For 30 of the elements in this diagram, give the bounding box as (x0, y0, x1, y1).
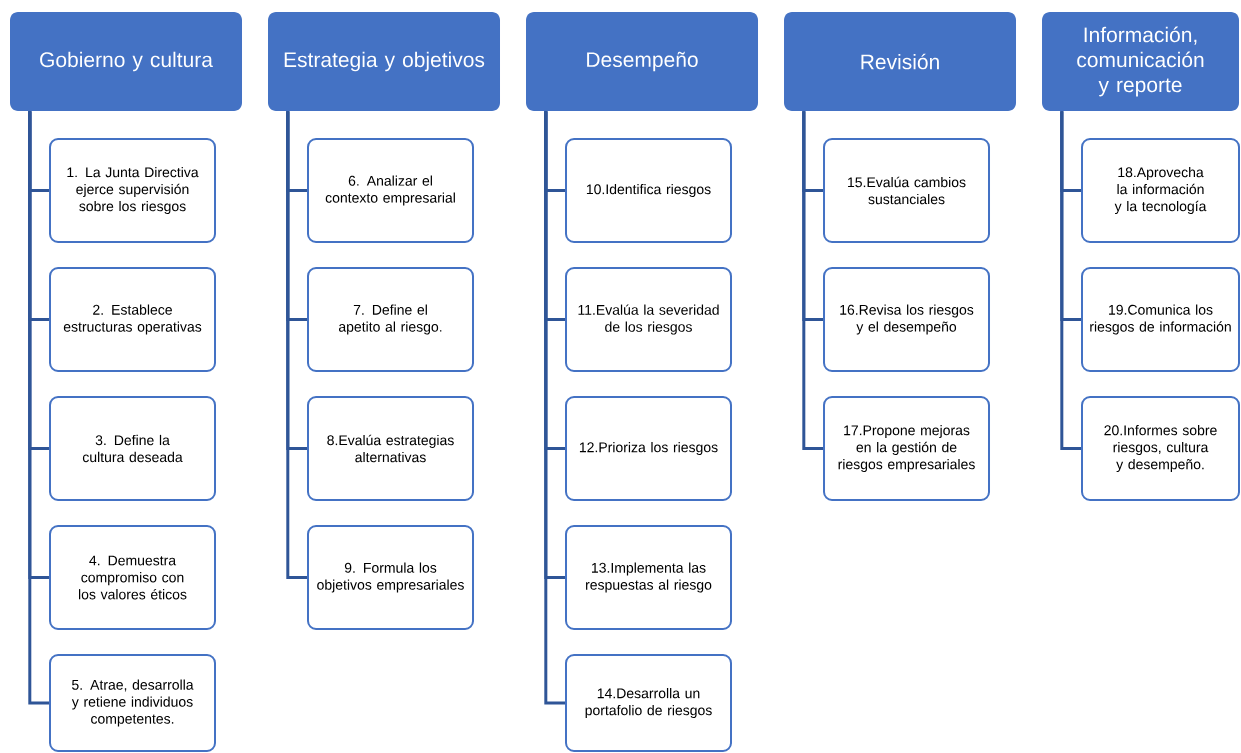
item-box: 18.Aprovecha la información y la tecnología (1081, 138, 1240, 243)
item-box: 4. Demuestra compromiso con los valores éticos (49, 525, 216, 630)
item-box: 19.Comunica los riesgos de información (1081, 267, 1240, 372)
item-box: 6. Analizar el contexto empresarial (307, 138, 474, 243)
item-box: 20.Informes sobre riesgos, cultura y desempeño. (1081, 396, 1240, 501)
item-box: 13.Implementa las respuestas al riesgo (565, 525, 732, 630)
connector-line (28, 111, 49, 705)
item-box: 5. Atrae, desarrolla y retiene individuos competentes. (49, 654, 216, 752)
connector-line (802, 111, 823, 450)
connector-line (544, 111, 565, 705)
connector-line (1060, 111, 1081, 450)
item-box: 1. La Junta Directiva ejerce supervisión sobre los riesgos (49, 138, 216, 243)
item-box: 16.Revisa los riesgos y el desempeño (823, 267, 990, 372)
category-header: Revisión (784, 12, 1016, 111)
item-box: 11.Evalúa la severidad de los riesgos (565, 267, 732, 372)
connector-line (286, 111, 307, 579)
item-box: 12.Prioriza los riesgos (565, 396, 732, 501)
item-box: 17.Propone mejoras en la gestión de riesgos empresariales (823, 396, 990, 501)
item-box: 14.Desarrolla un portafolio de riesgos (565, 654, 732, 752)
item-box: 2. Establece estructuras operativas (49, 267, 216, 372)
item-box: 15.Evalúa cambios sustanciales (823, 138, 990, 243)
category-header: Gobierno y cultura (10, 12, 242, 111)
item-box: 8.Evalúa estrategias alternativas (307, 396, 474, 501)
category-header: Información, comunicación y reporte (1042, 12, 1239, 111)
category-header: Estrategia y objetivos (268, 12, 500, 111)
item-box: 7. Define el apetito al riesgo. (307, 267, 474, 372)
item-box: 10.Identifica riesgos (565, 138, 732, 243)
item-box: 3. Define la cultura deseada (49, 396, 216, 501)
category-header: Desempeño (526, 12, 758, 111)
item-box: 9. Formula los objetivos empresariales (307, 525, 474, 630)
